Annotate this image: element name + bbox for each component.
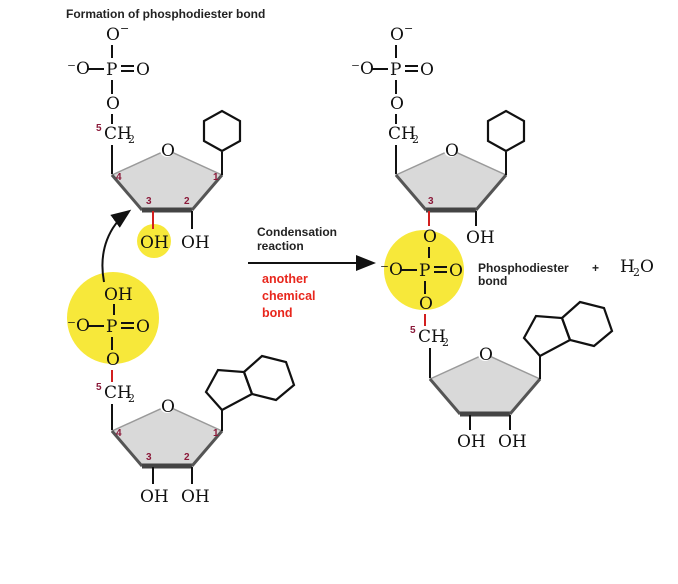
ring-oxygen-bg bbox=[478, 347, 492, 361]
o-minus-atom: ⁻O bbox=[67, 59, 90, 79]
ring-oxygen: O bbox=[161, 397, 175, 417]
ring-oxygen-bg bbox=[444, 143, 458, 157]
o-minus-atom: ⁻O bbox=[380, 260, 403, 280]
phosphodiester-highlight bbox=[384, 230, 464, 310]
hydroxyl-3: OH bbox=[457, 432, 486, 452]
ring-oxygen-bg bbox=[160, 143, 174, 157]
charge-sign: − bbox=[404, 22, 413, 35]
ch2-group: CH bbox=[104, 383, 132, 403]
subscript: 2 bbox=[442, 336, 449, 349]
hydroxyl-2: OH bbox=[498, 432, 527, 452]
ring-edge bbox=[394, 174, 428, 211]
ring-oxygen: O bbox=[479, 345, 493, 365]
o-minus-atom: ⁻O bbox=[67, 316, 90, 336]
ch2-group: CH bbox=[418, 327, 446, 347]
hydroxyl-3: OH bbox=[140, 233, 169, 253]
phosphodiester-label-line1: Phosphodiester bbox=[478, 261, 569, 275]
phosphorus-atom: P bbox=[106, 317, 117, 337]
base-hexagon bbox=[202, 109, 242, 153]
plus-sign: + bbox=[592, 261, 599, 275]
base-pentagon bbox=[522, 314, 572, 358]
ring-edge bbox=[110, 174, 144, 211]
o-atom: O bbox=[423, 227, 437, 247]
curved-arrow bbox=[101, 209, 132, 283]
position-4: 4 bbox=[116, 172, 122, 183]
o-atom: O bbox=[419, 294, 433, 314]
position-3: 3 bbox=[146, 196, 152, 207]
water-h: H bbox=[620, 257, 635, 277]
position-3: 3 bbox=[428, 196, 434, 207]
hydroxyl-2: OH bbox=[466, 228, 495, 248]
subscript: 2 bbox=[128, 133, 135, 146]
hydroxyl-on-phosphate: OH bbox=[104, 285, 133, 305]
phosphodiester-link: O ⁻O P O O bbox=[380, 227, 463, 326]
charge-sign: − bbox=[120, 22, 129, 35]
ring-oxygen: O bbox=[445, 141, 459, 161]
o-atom: O bbox=[420, 60, 434, 80]
oh-highlight-top bbox=[137, 224, 171, 258]
left-bottom-nucleotide: OH ⁻O P O O 5 CH 2 O 4 1 3 2 OH OH bbox=[67, 285, 296, 507]
ring-edge bbox=[110, 430, 144, 467]
o-atom: O bbox=[390, 25, 404, 45]
ring-edge bbox=[474, 174, 508, 211]
reaction-label-line2: reaction bbox=[257, 239, 304, 253]
base-pentagon bbox=[204, 368, 254, 412]
hydroxyl-2: OH bbox=[181, 487, 210, 507]
hydroxyl-2: OH bbox=[181, 233, 210, 253]
water-o: O bbox=[640, 257, 654, 277]
position-2: 2 bbox=[184, 452, 190, 463]
position-1: 1 bbox=[213, 428, 219, 439]
position-2: 2 bbox=[184, 196, 190, 207]
position-5: 5 bbox=[410, 325, 416, 336]
position-5: 5 bbox=[96, 382, 102, 393]
right-bottom-nucleotide: 5 CH 2 O OH OH bbox=[410, 300, 614, 452]
position-4: 4 bbox=[116, 428, 122, 439]
ring-edge bbox=[190, 430, 224, 467]
base-hexagon bbox=[560, 300, 614, 348]
o-atom: O bbox=[136, 60, 150, 80]
position-1: 1 bbox=[213, 172, 219, 183]
subscript: 2 bbox=[128, 392, 135, 405]
reaction-label-line1: Condensation bbox=[257, 225, 337, 239]
ring-edge bbox=[428, 378, 462, 415]
diagram-title: Formation of phosphodiester bond bbox=[66, 7, 265, 21]
phosphorus-atom: P bbox=[419, 261, 430, 281]
ring-edge bbox=[190, 174, 224, 211]
phosphodiester-label-line2: bond bbox=[478, 274, 507, 288]
o-atom: O bbox=[106, 350, 120, 370]
annotation-line2: chemical bbox=[262, 289, 316, 303]
o-atom: O bbox=[449, 261, 463, 281]
o-atom: O bbox=[106, 94, 120, 114]
subscript: 2 bbox=[412, 133, 419, 146]
annotation-line1: another bbox=[262, 272, 308, 286]
o-atom: O bbox=[106, 25, 120, 45]
position-3: 3 bbox=[146, 452, 152, 463]
phosphate-highlight bbox=[67, 272, 159, 364]
phosphorus-atom: P bbox=[390, 60, 401, 80]
ring-oxygen: O bbox=[161, 141, 175, 161]
o-atom: O bbox=[390, 94, 404, 114]
position-5: 5 bbox=[96, 123, 102, 134]
base-hexagon bbox=[486, 109, 526, 153]
o-atom: O bbox=[136, 317, 150, 337]
phosphorus-atom: P bbox=[106, 60, 117, 80]
annotation-line3: bond bbox=[262, 306, 293, 320]
o-minus-atom: ⁻O bbox=[351, 59, 374, 79]
water-subscript: 2 bbox=[633, 266, 640, 279]
ring-oxygen-bg bbox=[160, 399, 174, 413]
ring-edge bbox=[508, 378, 542, 415]
base-hexagon bbox=[242, 354, 296, 402]
left-top-nucleotide: O − ⁻O P O O 5 CH 2 O 4 1 3 2 OH OH bbox=[67, 22, 242, 253]
ch2-group: CH bbox=[388, 124, 416, 144]
hydroxyl-3: OH bbox=[140, 487, 169, 507]
ch2-group: CH bbox=[104, 124, 132, 144]
right-top-nucleotide: O − ⁻O P O O CH 2 O 3 OH bbox=[351, 22, 526, 248]
